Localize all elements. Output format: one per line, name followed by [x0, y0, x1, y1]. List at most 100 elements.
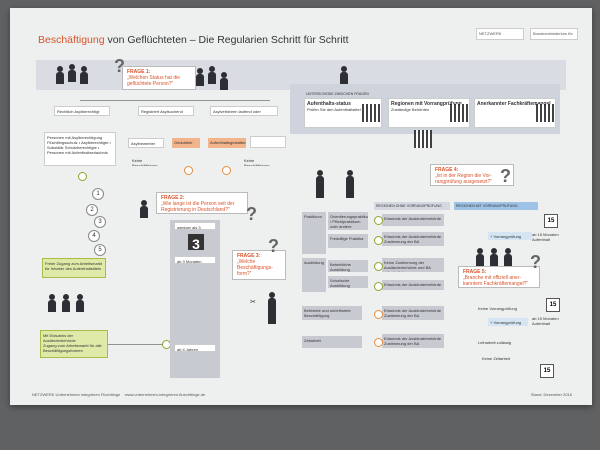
- person-icon: [346, 170, 354, 198]
- title-accent: Beschäftigung: [38, 34, 105, 46]
- question-mark-icon: ?: [268, 236, 279, 256]
- question-mark-icon: ?: [246, 204, 257, 224]
- warning-icon: [222, 166, 231, 175]
- question-2-label: FRAGE 2:: [161, 195, 185, 201]
- page-title: Beschäftigung von Geflüchteten – Die Reg…: [38, 34, 349, 46]
- result-4: Erlaubnis der Ausländerbehörde: [382, 280, 444, 290]
- aufenthalt-box: Aufenthaltsgestattung: [208, 138, 246, 148]
- question-4-text: „Ist in der Region die Vor-rangprüfung a…: [435, 173, 492, 185]
- question-5: FRAGE 5: „Branche mit offiziell aner-kan…: [458, 266, 540, 288]
- vorrang-label: + Vorrangprüfung: [488, 232, 532, 240]
- keine-beschaeftigung-1: Keine Beschäftigung möglich: [132, 158, 158, 166]
- calendar-icon: 15: [544, 214, 558, 228]
- check-icon: [374, 262, 383, 271]
- ministry-logo: Bundesministerium für Wirtschaft und Ene…: [530, 28, 578, 40]
- praktikum-type-c: Betriebliche Ausbildung: [328, 260, 368, 272]
- status-c: Asylverfahren laufend oder abgeschlossen: [210, 106, 278, 116]
- keine-zeitarbeit-label: Keine Zeitarbeit erlaubt: [482, 356, 511, 362]
- check-icon: [374, 282, 383, 291]
- step-number: 3: [94, 216, 106, 228]
- connector: [80, 100, 270, 101]
- keine-vorrang-label: Keine Vorrangprüfung nötig: [478, 306, 517, 312]
- praktikum-type-a: Orientierungspraktikum / Pflichtpraktiku…: [328, 212, 368, 230]
- check-icon: [374, 216, 383, 225]
- calendar-icon: 15: [540, 364, 554, 378]
- status-b: Registriert Asylsuchend: [138, 106, 194, 116]
- question-1: FRAGE 1: „Welchen Status hat die geflüch…: [122, 66, 196, 90]
- logos: NETZWERK Unternehmen integrieren Flüchtl…: [476, 28, 578, 40]
- timeline-c: ab 4 Jahren: [174, 344, 216, 352]
- step-number: 2: [86, 204, 98, 216]
- question-2: FRAGE 2: „Wie lange ist die Person seit …: [156, 192, 248, 214]
- footer-url[interactable]: www.unternehmen-integrieren-fluechtlinge…: [124, 392, 206, 397]
- family-icon: [220, 72, 228, 90]
- person-icon: [76, 294, 84, 312]
- question-3-label: FRAGE 3:: [237, 253, 261, 259]
- warning-icon: [374, 338, 383, 347]
- zulaessig-label: Leiharbeit zulässig: [478, 340, 512, 345]
- qr-code-icon: [450, 104, 468, 122]
- result-1: Erlaubnis der Ausländerbehörde: [382, 214, 444, 226]
- info-card-status-title: Aufenthalts-status: [307, 101, 351, 107]
- question-1-text: „Welchen Status hat die geflüchtete Pers…: [127, 75, 180, 87]
- green-box-permission-title: Mit Erlaubnis der Ausländerbehörde: [43, 333, 76, 343]
- step-number: 1: [92, 188, 104, 200]
- warning-icon: [184, 166, 193, 175]
- qr-code-icon: [362, 104, 380, 122]
- title-rest: von Geflüchteten – Die Regularien Schrit…: [107, 34, 349, 46]
- asylbewerber-box: Asylbewerber: [128, 138, 164, 148]
- poster: Beschäftigung von Geflüchteten – Die Reg…: [10, 8, 592, 405]
- info-card-region-sub: Zuständige Behörden: [391, 107, 430, 112]
- form-beschaeftigung: Befristete und unbefristete Beschäftigun…: [302, 306, 362, 320]
- green-box-permission: Mit Erlaubnis der Ausländerbehörde Zugan…: [40, 330, 108, 358]
- info-card-shortage-title: Anerkannter Fachkräftemangel: [477, 101, 551, 107]
- calendar-icon: 15: [546, 298, 560, 312]
- result-6: Erlaubnis der Ausländerbehörde Zustimmun…: [382, 334, 444, 348]
- question-2-text: „Wie lange ist die Person seit der Regis…: [161, 201, 235, 213]
- question-5-text: „Branche mit offiziell aner-kanntem Fach…: [463, 275, 529, 287]
- person-icon: [490, 248, 498, 266]
- warning-icon: [374, 310, 383, 319]
- step-number: 4: [88, 230, 100, 242]
- timeline-big-number: 3: [188, 234, 204, 250]
- question-mark-icon: ?: [530, 252, 541, 272]
- question-mark-icon: ?: [500, 166, 511, 186]
- form-zeitarbeit: Zeitarbeit: [302, 336, 362, 348]
- question-1-label: FRAGE 1:: [127, 69, 151, 75]
- ab-15-label: ab 15 Monaten Aufenthalt: [532, 232, 559, 242]
- person-icon: [48, 294, 56, 312]
- family-icon: [196, 68, 204, 86]
- timeline-a: weniger als 3 Monate: [174, 222, 216, 230]
- column-head-with: REGIONEN MIT VORRANGPRÜFUNG: [454, 202, 538, 210]
- keine-beschaeftigung-3: [120, 226, 164, 236]
- check-icon: [78, 172, 87, 181]
- person-icon: [316, 170, 324, 198]
- question-3-text: „Welche Beschäftigungs-form?“: [237, 259, 273, 277]
- person-icon: [340, 66, 348, 84]
- praktikum-type-d: Schulische Ausbildung: [328, 276, 368, 288]
- green-box-permission-sub: Zugang zum Arbeitsmarkt für alle Beschäf…: [43, 343, 102, 353]
- question-mark-icon: ?: [114, 56, 125, 76]
- keine-beschaeftigung-2: Keine Beschäftigung möglich: [244, 158, 270, 166]
- worker-icon: [268, 292, 276, 324]
- column-head-without: REGIONEN OHNE VORRANGPRÜFUNG: [374, 202, 450, 210]
- vorrang-label-2: + Vorrangprüfung: [488, 318, 528, 326]
- person-icon: [80, 66, 88, 84]
- green-box-free-access: Freier Zugang zum Arbeitsmarkt für Inhab…: [42, 258, 106, 278]
- question-5-label: FRAGE 5:: [463, 269, 487, 275]
- result-3: Keine Zustimmung der Ausländerbehörde un…: [382, 258, 444, 272]
- person-icon: [56, 66, 64, 84]
- connector: [108, 344, 164, 345]
- left-status-box: Personen mit Asylberechtigung Flüchtling…: [44, 132, 116, 166]
- qr-code-icon: [414, 130, 432, 148]
- question-4: FRAGE 4: „Ist in der Region die Vor-rang…: [430, 164, 514, 186]
- footer-left: NETZWERK Unternehmen integrieren Flüchtl…: [32, 392, 205, 397]
- result-5: Erlaubnis der Ausländerbehörde Zustimmun…: [382, 306, 444, 320]
- info-card-status-sub: Prüfen Sie den Aufenthaltstitel: [307, 107, 361, 112]
- aufenthalt-erlaubnis-box: [250, 136, 286, 148]
- footer-right: Stand: Dezember 2016: [530, 392, 572, 397]
- form-ausbildung: Ausbildung: [302, 258, 326, 292]
- person-icon: [62, 294, 70, 312]
- qr-code-icon: [536, 104, 554, 122]
- person-icon: [476, 248, 484, 266]
